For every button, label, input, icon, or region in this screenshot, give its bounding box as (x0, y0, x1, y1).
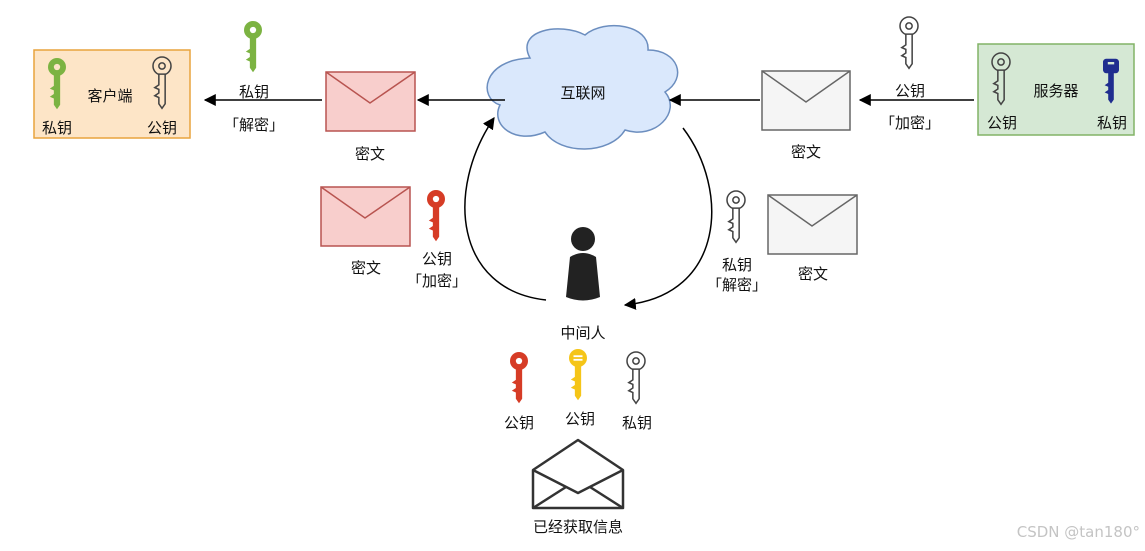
top-left-key-label: 私钥 (239, 83, 269, 101)
internet-label: 互联网 (560, 84, 605, 102)
info-obtained-label: 已经获取信息 (533, 518, 623, 536)
outline-key-icon (626, 351, 646, 405)
server-public-key-icon (991, 52, 1011, 106)
middle-left-action-label: 「加密」 (407, 272, 467, 290)
middle-left-public-key-icon (427, 190, 445, 242)
open-envelope-icon (531, 438, 625, 510)
mitm-key-label-1: 公钥 (504, 414, 534, 432)
middle-left-key-label: 公钥 (422, 250, 452, 268)
middle-right-private-key-icon (726, 190, 746, 244)
man-in-middle-label: 中间人 (560, 324, 605, 342)
internet-to-man-arrow (623, 127, 713, 310)
internet-cloud: 互联网 (486, 24, 679, 150)
red-key-icon (510, 352, 528, 404)
mitm-key-label-2: 公钥 (565, 410, 595, 428)
client-box: 客户端 私钥 公钥 (33, 49, 191, 139)
server-box: 服务器 公钥 私钥 (977, 43, 1135, 136)
client-public-key-label: 公钥 (147, 119, 177, 137)
man-to-internet-arrow (464, 117, 547, 301)
mitm-key-label-3: 私钥 (622, 414, 652, 432)
server-private-key-label: 私钥 (1097, 114, 1127, 132)
person-icon (566, 227, 600, 301)
top-right-action-label: 「加密」 (880, 114, 940, 132)
client-private-key-label: 私钥 (42, 119, 72, 137)
middle-right-action-label: 「解密」 (707, 276, 767, 294)
top-right-envelope-icon (761, 70, 851, 131)
middle-right-key-label: 私钥 (722, 256, 752, 274)
top-left-action-label: 「解密」 (224, 116, 284, 134)
middle-right-envelope-label: 密文 (798, 265, 828, 283)
middle-left-envelope-label: 密文 (351, 259, 381, 277)
top-right-envelope-label: 密文 (791, 143, 821, 161)
top-left-private-key-icon (244, 20, 262, 73)
top-left-envelope-icon (325, 71, 416, 132)
client-label: 客户端 (87, 87, 132, 105)
middle-left-envelope-icon (320, 186, 411, 247)
server-private-key-icon (1103, 58, 1119, 104)
yellow-key-icon (569, 349, 587, 401)
top-right-key-label: 公钥 (895, 82, 925, 100)
watermark: CSDN @tan180° (1017, 523, 1140, 541)
server-label: 服务器 (1033, 82, 1078, 100)
client-private-key-icon (48, 58, 66, 110)
top-right-public-key-icon (899, 16, 919, 70)
client-public-key-icon (152, 56, 172, 110)
server-public-key-label: 公钥 (987, 114, 1017, 132)
top-left-envelope-label: 密文 (355, 145, 385, 163)
middle-right-envelope-icon (767, 194, 858, 255)
